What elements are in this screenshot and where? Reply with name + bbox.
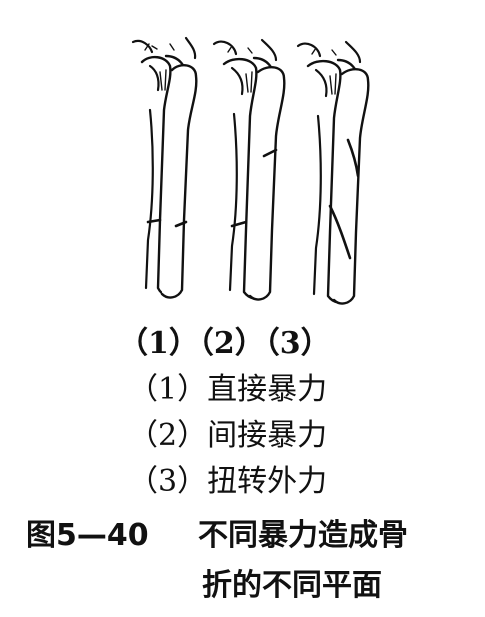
legend-item-indirect-violence: （2）间接暴力 xyxy=(128,410,327,454)
legend-item-direct-violence: （1）直接暴力 xyxy=(128,364,327,408)
forearm-bones-panel-1 xyxy=(133,38,196,297)
figure-caption-line-2: 折的不同平面 xyxy=(202,560,382,604)
figure-caption-line-1: 不同暴力造成骨 xyxy=(198,510,408,554)
legend-item-torsion-force: （3）扭转外力 xyxy=(128,456,327,500)
forearm-bones-panel-2 xyxy=(214,40,284,299)
forearm-bones-panel-3 xyxy=(298,42,368,303)
figure-number: 图5—40 xyxy=(26,510,149,554)
panel-labels: （1）（2）（3） xyxy=(118,318,331,362)
